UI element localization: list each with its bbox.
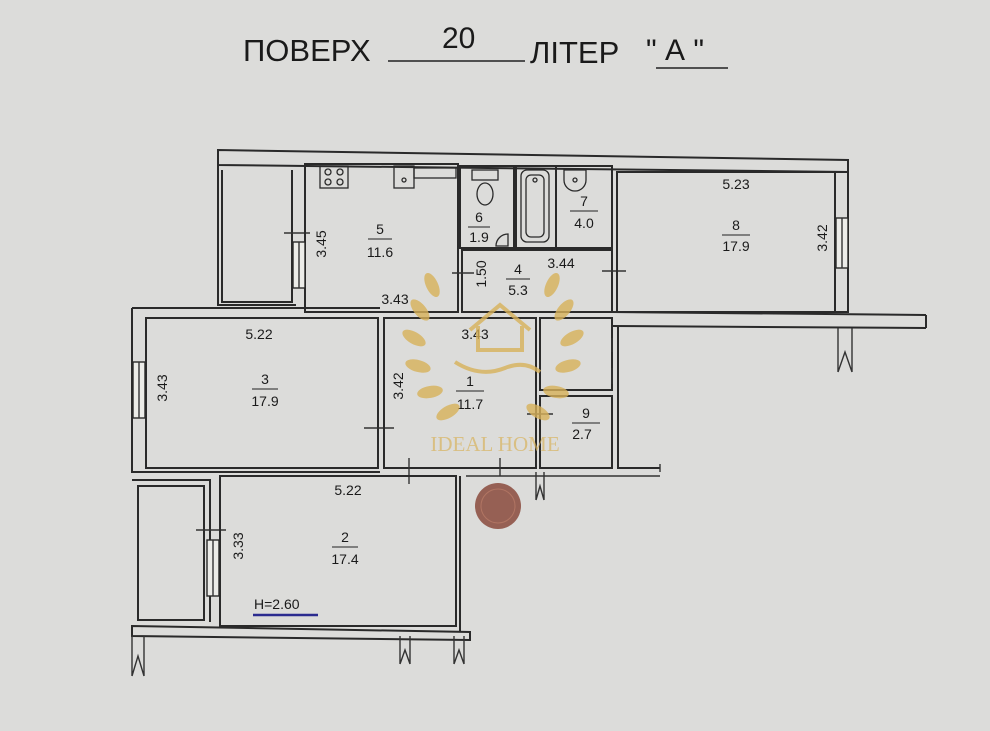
kitchen-sink-icon <box>393 165 415 189</box>
watermark-text: IDEAL HOME <box>430 432 559 456</box>
header: ПОВЕРХ 20 ЛІТЕР " А " <box>243 22 728 70</box>
room-9-label: 9 2.7 <box>572 405 600 442</box>
room-4-label: 4 5.3 <box>506 261 530 298</box>
room7-walls <box>555 165 613 249</box>
laurel-right-icon <box>526 272 584 421</box>
stove-burner-icon <box>324 178 332 186</box>
dim-room8-side: 3.42 <box>814 224 830 251</box>
room-3-label: 3 17.9 <box>251 371 278 409</box>
room-area: 17.9 <box>251 393 278 409</box>
room-number: 3 <box>261 371 269 387</box>
bathtub-drain-icon <box>532 177 538 183</box>
dimension-labels: 3.45 3.43 1.50 3.44 5.23 3.42 5.22 3.43 … <box>154 176 830 560</box>
ceiling-height: H=2.60 <box>253 596 318 617</box>
room-5-label: 5 11.6 <box>367 221 393 260</box>
stair-bottom-b <box>453 636 465 665</box>
stair-right <box>837 328 853 373</box>
watermark: IDEAL HOME <box>402 272 584 456</box>
loggia-top-left-inner <box>221 170 293 303</box>
washbasin-drain-icon <box>572 177 578 183</box>
closet-walls <box>539 317 613 391</box>
dim-room3-side: 3.43 <box>154 374 170 401</box>
laurel-left-icon <box>402 272 460 421</box>
room-number: 8 <box>732 217 740 233</box>
room6-walls <box>459 165 515 249</box>
room5-walls <box>304 163 459 313</box>
dim-room1-side: 3.42 <box>390 372 406 399</box>
room1-walls <box>383 317 537 469</box>
room-number: 5 <box>376 221 384 237</box>
toilet-bowl-icon <box>476 182 494 206</box>
ceiling-height-text: H=2.60 <box>254 596 300 612</box>
room-area: 1.9 <box>469 229 489 245</box>
bathtub-inner-icon <box>525 174 545 238</box>
marker-dot-ring <box>480 488 516 524</box>
loggia-bottom-left-inner <box>137 485 205 621</box>
room3-outer <box>131 307 380 473</box>
fixtures <box>319 165 587 247</box>
room-7-label: 7 4.0 <box>570 193 598 231</box>
counter-icon <box>413 167 457 179</box>
washbasin-icon <box>563 169 587 192</box>
room-area: 5.3 <box>508 282 528 298</box>
letter-label: ЛІТЕР <box>530 35 619 70</box>
room2-walls <box>219 475 457 627</box>
room-2-label: 2 17.4 <box>331 529 358 567</box>
floor-value: 20 <box>442 22 475 55</box>
right-block-wall <box>617 326 660 469</box>
letter-value: " А " <box>646 34 704 67</box>
stove-burner-icon <box>336 168 344 176</box>
room-area: 17.4 <box>331 551 358 567</box>
floor-label: ПОВЕРХ <box>243 33 371 68</box>
house-hand-icon <box>453 302 542 374</box>
top-wall <box>217 148 849 174</box>
room-area: 11.7 <box>457 396 483 412</box>
stair-bottom-a <box>399 636 411 665</box>
stove-burner-icon <box>324 168 332 176</box>
dim-room2-top: 5.22 <box>334 482 361 498</box>
kitchen-sink-drain-icon <box>401 177 407 183</box>
room4-walls <box>461 249 613 313</box>
room-area: 17.9 <box>722 238 749 254</box>
walls <box>131 148 927 677</box>
marker-dot <box>475 483 521 529</box>
dim-corridor-side: 1.50 <box>473 260 489 287</box>
room-8-label: 8 17.9 <box>722 217 750 254</box>
dim-room2-side: 3.33 <box>230 532 246 559</box>
room-number: 2 <box>341 529 349 545</box>
room-1-label: 1 11.7 <box>456 373 484 412</box>
loggia-bottom-left <box>132 479 211 622</box>
room-number: 9 <box>582 405 590 421</box>
dim-room5-bottom: 3.43 <box>381 291 408 307</box>
dim-room3-top: 5.22 <box>245 326 272 342</box>
room9-walls <box>539 395 613 469</box>
bathtub-icon <box>520 169 550 243</box>
dim-corridor-top: 3.44 <box>547 255 574 271</box>
windows <box>132 217 849 597</box>
room-area: 2.7 <box>572 426 592 442</box>
room-labels: 5 11.6 6 1.9 7 4.0 4 5.3 8 17.9 3 17.9 <box>251 193 750 567</box>
stair-left <box>131 636 145 677</box>
bottom-wall <box>131 624 471 642</box>
room-number: 7 <box>580 193 588 209</box>
room3-walls <box>145 317 379 469</box>
toilet-door-swing-icon <box>495 233 509 247</box>
dim-room1-top: 3.43 <box>461 326 488 342</box>
loggia-top-left <box>217 165 296 306</box>
room-number: 6 <box>475 209 483 225</box>
room-number: 4 <box>514 261 522 277</box>
room-6-label: 6 1.9 <box>468 209 490 245</box>
dim-room8-top: 5.23 <box>722 176 749 192</box>
room-number: 1 <box>466 373 474 389</box>
room-area: 11.6 <box>367 244 393 260</box>
room-area: 4.0 <box>574 215 594 231</box>
dim-room5-side: 3.45 <box>313 230 329 257</box>
stove-icon <box>319 165 349 189</box>
stove-burner-icon <box>336 178 344 186</box>
room8-bottom-wall-inner <box>611 325 927 329</box>
room8-walls <box>616 171 836 313</box>
toilet-tank-icon <box>471 169 499 181</box>
